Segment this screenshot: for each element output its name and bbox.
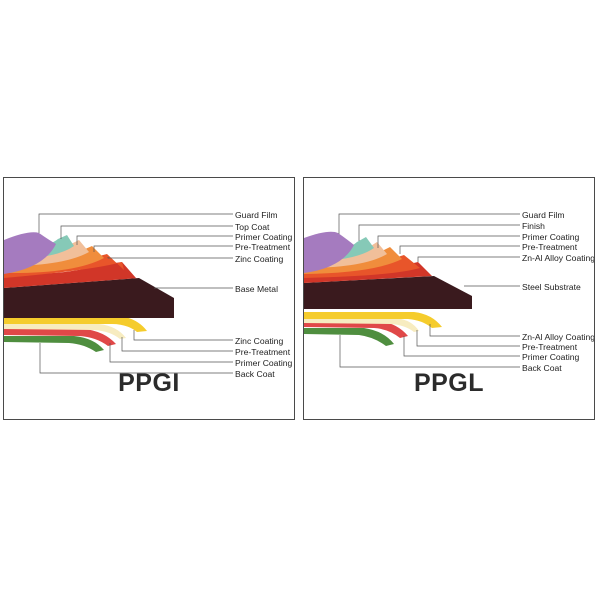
leader-zn-al-alloy-coating-bottom: [429, 324, 520, 337]
ppgl-title: PPGL: [413, 369, 485, 397]
label-pre-treatment-bottom: Pre-Treatment: [522, 342, 578, 352]
leader-primer-coating-bottom: [403, 336, 520, 357]
ppgl-panel: Guard Film Finish Primer Coating Pre-Tre…: [303, 177, 595, 420]
ppgl-layer-diagram: [304, 213, 520, 368]
primer-coating-bottom-layer: [4, 329, 116, 346]
pre-treatment-bottom-layer: [304, 318, 419, 332]
label-primer-coating: Primer Coating: [522, 232, 580, 242]
back-coat-layer: [4, 336, 104, 352]
zn-al-alloy-coating-bottom-layer: [304, 312, 442, 328]
label-top-coat: Top Coat: [235, 222, 270, 232]
label-finish: Finish: [522, 221, 545, 231]
guard-film-layer: [4, 232, 56, 274]
leader-back-coat: [39, 343, 233, 374]
label-pre-treatment-bottom: Pre-Treatment: [235, 347, 291, 357]
leader-pre-treatment: [93, 245, 233, 252]
leader-top-coat: [60, 225, 233, 239]
ppgi-layer-diagram: [4, 213, 233, 374]
leader-pre-treatment: [399, 245, 520, 254]
label-base-metal: Base Metal: [235, 284, 278, 294]
leader-back-coat: [339, 335, 520, 368]
label-zn-al-alloy-coating: Zn-Al Alloy Coating: [522, 253, 595, 263]
leader-guard-film: [338, 213, 520, 234]
label-steel-substrate: Steel Substrate: [522, 282, 581, 292]
steel-substrate-layer: [304, 276, 472, 309]
label-back-coat: Back Coat: [235, 369, 275, 379]
label-primer-coating-bottom: Primer Coating: [522, 352, 580, 362]
label-guard-film: Guard Film: [522, 210, 565, 220]
leader-primer-coating: [76, 235, 233, 245]
leader-pre-treatment-bottom: [121, 337, 233, 352]
zinc-coating-mid-layer: [4, 262, 139, 288]
leader-zinc-coating: [107, 257, 233, 259]
zinc-coating-bottom-layer: [4, 316, 147, 332]
leader-guard-film: [38, 213, 233, 233]
guard-film-layer: [304, 231, 354, 273]
primer-coating-bottom-layer: [304, 321, 408, 338]
ppgi-panel: Guard Film Top Coat Primer Coating Pre-T…: [3, 177, 295, 420]
label-primer-coating-bottom: Primer Coating: [235, 358, 293, 368]
leader-finish: [358, 224, 520, 241]
ppgi-title: PPGI: [118, 369, 180, 397]
label-back-coat: Back Coat: [522, 363, 562, 373]
leader-zinc-coating-bottom: [133, 330, 233, 341]
base-metal-layer: [4, 278, 174, 318]
label-zinc-coating: Zinc Coating: [235, 254, 284, 264]
leader-primer-coating-bottom: [109, 343, 233, 363]
back-coat-layer: [304, 328, 394, 346]
leader-pre-treatment-bottom: [416, 330, 520, 347]
label-primer-coating: Primer Coating: [235, 232, 293, 242]
label-zinc-coating-bottom: Zinc Coating: [235, 336, 284, 346]
leader-primer-coating: [377, 235, 520, 248]
label-guard-film: Guard Film: [235, 210, 278, 220]
pre-treatment-bottom-layer: [4, 324, 126, 339]
label-zn-al-alloy-coating-bottom: Zn-Al Alloy Coating: [522, 332, 595, 342]
label-pre-treatment: Pre-Treatment: [522, 242, 578, 252]
label-pre-treatment: Pre-Treatment: [235, 242, 291, 252]
leader-zn-al-alloy-coating: [417, 256, 520, 262]
